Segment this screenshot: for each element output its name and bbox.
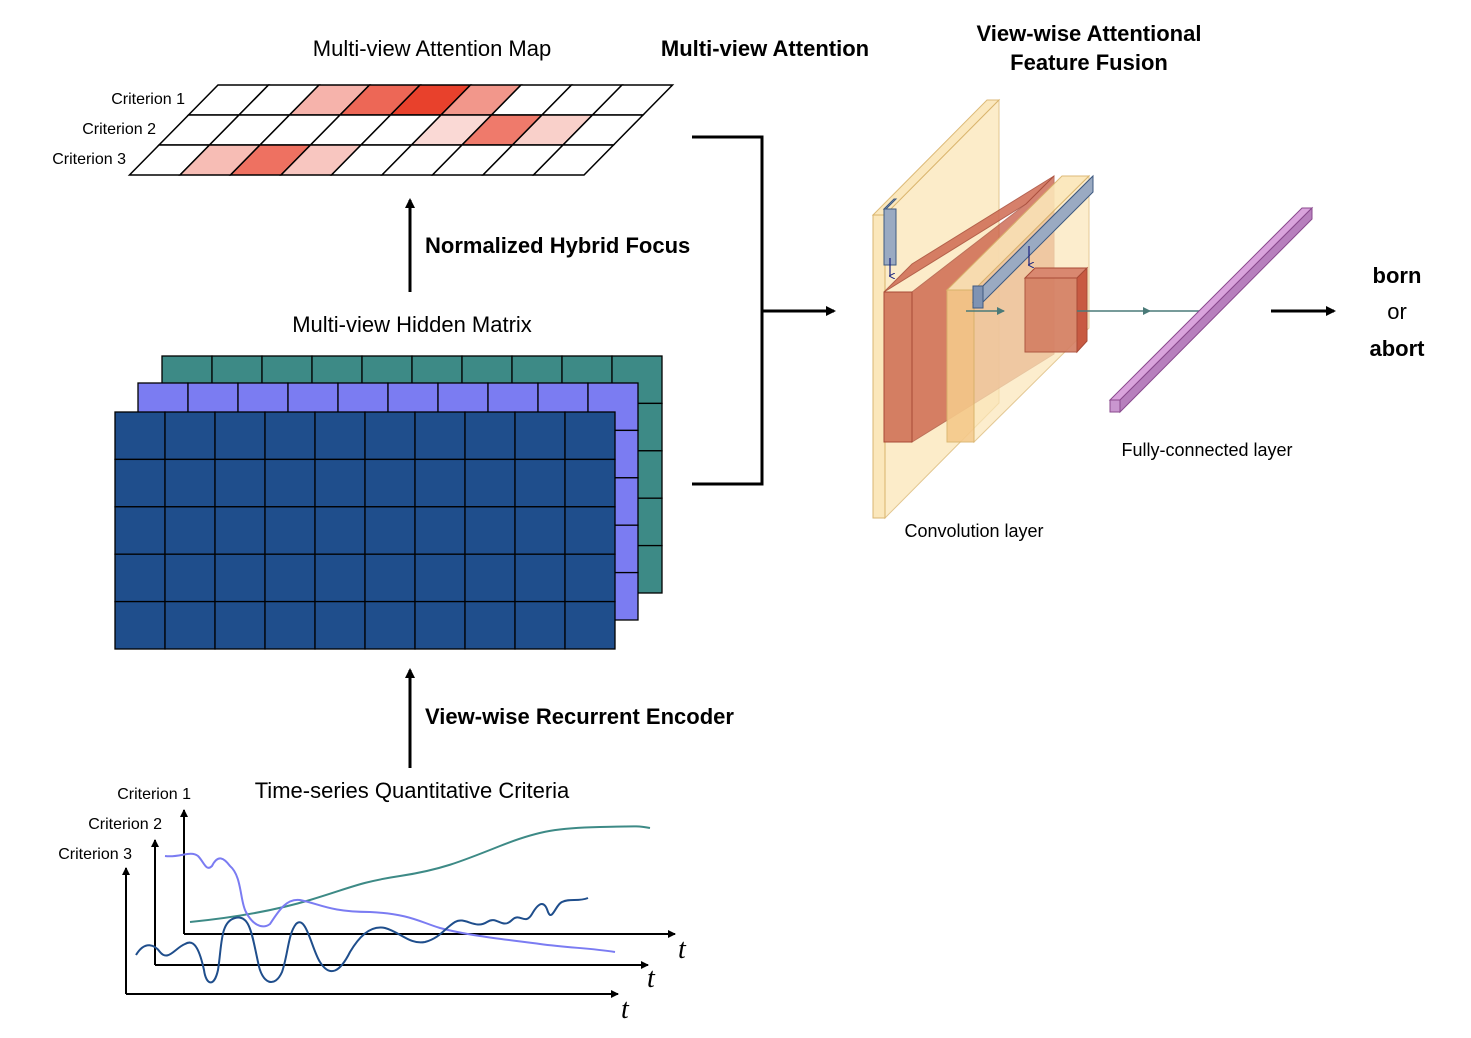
hidden-cell-front-r1-c8 — [464, 411, 516, 461]
hidden-cell-front-r2-c9 — [514, 458, 566, 508]
hidden-matrix-title: Multi-view Hidden Matrix — [292, 312, 532, 337]
hidden-cell-front-r4-c7 — [414, 553, 466, 603]
hidden-cell-front-r2-c8 — [464, 458, 516, 508]
merge-bracket — [692, 135, 836, 486]
hidden-cell-front-r5-c3 — [214, 600, 266, 650]
hidden-cell-front-r3-c10 — [564, 506, 616, 555]
hidden-matrix — [114, 355, 663, 650]
ts-criterion-label-2: Criterion 2 — [88, 816, 162, 833]
attention-map-cells — [127, 84, 675, 176]
hidden-cell-front-r4-c3 — [214, 553, 266, 603]
ts-line-criterion-2 — [164, 852, 616, 953]
hidden-cell-front-r3-c4 — [264, 506, 316, 555]
hidden-cell-front-r4-c4 — [264, 553, 316, 603]
hidden-cell-front-r3-c3 — [214, 506, 266, 555]
attention-cell-r3-c9 — [531, 144, 616, 176]
output-abort: abort — [1370, 336, 1426, 361]
fully-connected-layer — [1108, 206, 1314, 414]
hidden-cell-front-r1-c9 — [514, 411, 566, 461]
hidden-cell-front-r3-c8 — [464, 506, 516, 555]
hidden-cell-front-r4-c2 — [164, 553, 216, 603]
hidden-cell-front-r3-c6 — [364, 506, 416, 555]
hidden-cell-front-r3-c1 — [114, 506, 166, 555]
hidden-cell-front-r1-c3 — [214, 411, 266, 461]
hidden-cell-front-r2-c3 — [214, 458, 266, 508]
hidden-cell-front-r5-c1 — [114, 600, 166, 650]
hidden-cell-front-r5-c5 — [314, 600, 366, 650]
ts-axis-t-3: t — [621, 994, 630, 1025]
hidden-cell-front-r5-c9 — [514, 600, 566, 650]
time-series-plot: Time-series Quantitative Criteria Criter… — [58, 778, 687, 1025]
view-wise-recurrent-encoder-label: View-wise Recurrent Encoder — [425, 704, 734, 729]
hidden-cell-front-r2-c6 — [364, 458, 416, 508]
hidden-cell-front-r1-c1 — [114, 411, 166, 461]
hidden-cell-front-r3-c7 — [414, 506, 466, 555]
ts-axes-criterion-1 — [180, 809, 676, 938]
output-or: or — [1387, 299, 1407, 324]
hidden-cell-front-r3-c9 — [514, 506, 566, 555]
hidden-cell-front-r2-c5 — [314, 458, 366, 508]
ts-axis-t-1: t — [678, 934, 687, 965]
attention-row-label-1: Criterion 1 — [111, 91, 185, 108]
ts-axis-t-2: t — [647, 963, 656, 994]
hidden-cell-front-r1-c7 — [414, 411, 466, 461]
hidden-cell-front-r2-c7 — [414, 458, 466, 508]
ts-criterion-label-1: Criterion 1 — [117, 786, 191, 803]
hidden-cell-front-r5-c8 — [464, 600, 516, 650]
hidden-cell-front-r4-c8 — [464, 553, 516, 603]
ts-axes-criterion-2 — [151, 839, 649, 969]
normalized-hybrid-focus-label: Normalized Hybrid Focus — [425, 233, 690, 258]
hidden-cell-front-r3-c5 — [314, 506, 366, 555]
hidden-cell-front-r2-c4 — [264, 458, 316, 508]
ts-line-criterion-3 — [135, 897, 589, 984]
attention-row-label-3: Criterion 3 — [52, 151, 126, 168]
fully-connected-layer-label: Fully-connected layer — [1121, 440, 1292, 460]
hidden-cell-front-r4-c6 — [364, 553, 416, 603]
attention-map-title: Multi-view Attention Map — [313, 36, 551, 61]
hidden-cell-front-r1-c10 — [564, 411, 616, 461]
hidden-cell-front-r5-c7 — [414, 600, 466, 650]
hidden-cell-front-r5-c2 — [164, 600, 216, 650]
hidden-cell-front-r5-c4 — [264, 600, 316, 650]
hidden-cell-front-r1-c5 — [314, 411, 366, 461]
attention-row-label-2: Criterion 2 — [82, 121, 156, 138]
hidden-cell-front-r4-c9 — [514, 553, 566, 603]
hidden-cell-front-r2-c2 — [164, 458, 216, 508]
hidden-cell-front-r3-c2 — [164, 506, 216, 555]
fusion-title-line-1: View-wise Attentional — [977, 21, 1202, 46]
hidden-cell-front-r4-c10 — [564, 553, 616, 603]
output-born: born — [1373, 263, 1422, 288]
hidden-cell-front-r1-c6 — [364, 411, 416, 461]
hidden-matrix-layer-front — [114, 411, 616, 650]
hidden-cell-front-r4-c5 — [314, 553, 366, 603]
convolution-block — [871, 98, 1205, 520]
ts-criterion-label-3: Criterion 3 — [58, 846, 132, 863]
hidden-cell-front-r2-c1 — [114, 458, 166, 508]
hidden-cell-front-r5-c10 — [564, 600, 616, 650]
hidden-cell-front-r1-c4 — [264, 411, 316, 461]
hidden-cell-front-r4-c1 — [114, 553, 166, 603]
hidden-cell-front-r5-c6 — [364, 600, 416, 650]
fusion-title-line-2: Feature Fusion — [1010, 50, 1168, 75]
hidden-cell-front-r1-c2 — [164, 411, 216, 461]
convolution-layer-label: Convolution layer — [904, 521, 1043, 541]
time-series-title: Time-series Quantitative Criteria — [255, 778, 570, 803]
attention-map: Multi-view Attention Map Criterion 1 Cri… — [52, 36, 675, 176]
ts-line-criterion-1 — [189, 825, 651, 923]
multi-view-attention-label: Multi-view Attention — [661, 36, 869, 61]
ts-axes-criterion-3 — [122, 867, 619, 998]
hidden-cell-front-r2-c10 — [564, 458, 616, 508]
